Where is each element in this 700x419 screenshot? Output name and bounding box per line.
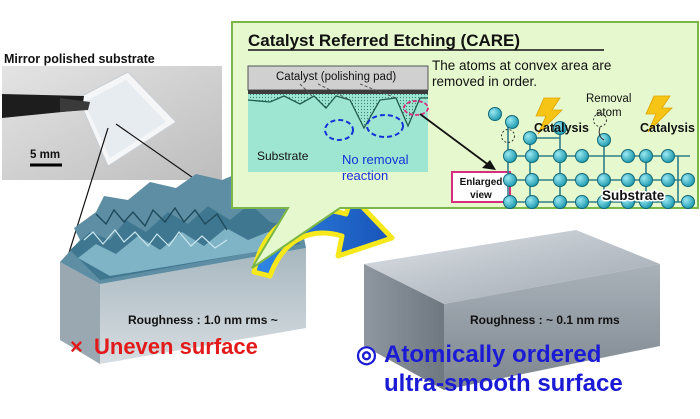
convex-note-line2: removed in order.: [432, 74, 537, 89]
removal-atom-label-line1: Removal: [586, 93, 631, 105]
enlarged-label-line2: view: [470, 190, 492, 201]
scale-label: 5 mm: [30, 149, 60, 161]
convex-note-line1: The atoms at convex area are: [432, 58, 611, 73]
lightning-icon: [645, 95, 673, 133]
enlarged-view-box: [451, 171, 511, 203]
smooth-surface-block: [364, 230, 660, 390]
enlarge-arrow-line: [419, 113, 491, 167]
pad-label: Catalyst (polishing pad): [276, 71, 396, 83]
lightning-icon: [535, 97, 563, 135]
catalysis-label-1: Catalysis: [534, 121, 589, 135]
cross-section: [247, 65, 429, 172]
uneven-surface-label: Uneven surface: [94, 334, 258, 359]
no-removal-label-line1: No removal: [342, 152, 409, 167]
rough-roughness-label: Roughness : 1.0 nm rms ~: [128, 313, 278, 327]
smooth-roughness-label: Roughness : ~ 0.1 nm rms: [470, 313, 620, 327]
removed-atom-ghost-2: [593, 113, 607, 127]
substrate-label: Substrate: [257, 149, 309, 163]
catalysis-label-2: Catalysis: [640, 121, 695, 135]
smooth-label-line2: ultra-smooth surface: [384, 370, 623, 397]
photo-label: Mirror polished substrate: [4, 52, 155, 66]
no-removal-ellipse-2: [366, 114, 404, 138]
uneven-mark: ×: [70, 334, 83, 359]
substrate-photo: [2, 66, 222, 180]
smooth-mark: ◎: [356, 341, 377, 368]
no-removal-label-line2: reaction: [342, 168, 388, 183]
atom-substrate-label: Substrate: [602, 188, 665, 203]
smooth-label-line1: Atomically ordered: [384, 341, 601, 368]
zoom-line-left: [67, 127, 109, 257]
enlarge-arrow-head: [482, 160, 496, 170]
care-title: Catalyst Referred Etching (CARE): [248, 31, 520, 50]
enlarged-region-marker: [403, 100, 429, 116]
enlarged-label-line1: Enlarged: [460, 177, 503, 188]
atoms: [488, 107, 695, 209]
no-removal-ellipse-1: [324, 119, 354, 141]
removed-atom-ghost-1: [501, 129, 515, 143]
removal-atom-label-line2: atom: [596, 107, 622, 119]
